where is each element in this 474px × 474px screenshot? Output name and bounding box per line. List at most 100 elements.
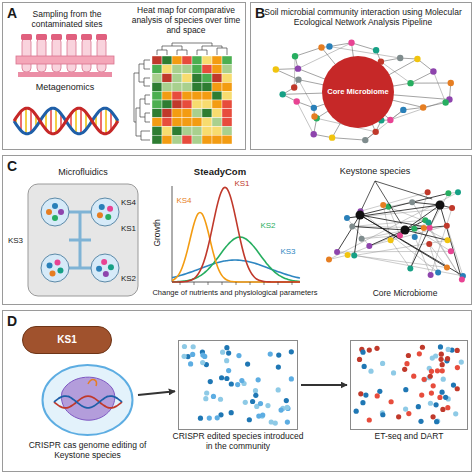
annotation-text: Metagenomics: [15, 82, 115, 92]
microbe-dot: [440, 368, 445, 373]
network-node: [279, 91, 285, 97]
heatmap-cell: [212, 126, 222, 135]
network-node: [372, 129, 378, 135]
network-node: [414, 56, 420, 62]
microbe-dot: [203, 396, 208, 401]
microbe-dot: [211, 394, 216, 399]
sample-tube: [97, 38, 106, 72]
microbe-dot: [265, 403, 270, 408]
figure-panel: C: [2, 155, 472, 305]
microbe-dot: [229, 410, 234, 415]
network-node: [326, 257, 332, 263]
microbe-dot: [285, 419, 290, 424]
microbe-dot: [435, 368, 440, 373]
microbe-cell: [57, 267, 63, 273]
microbe-dot: [441, 377, 446, 382]
heatmap-cell: [202, 109, 212, 118]
microbe-dot: [354, 409, 359, 414]
heatmap-cell: [152, 126, 162, 135]
heatmap-cell: [182, 56, 192, 65]
microbe-dot: [258, 401, 263, 406]
heatmap-cell: [192, 126, 202, 135]
heatmap-cell: [192, 100, 202, 109]
microbe-dot: [411, 374, 416, 379]
microbe-dot: [362, 364, 367, 369]
heatmap-cell: [172, 74, 182, 83]
axis-tick: [250, 282, 251, 285]
heatmap-cell: [222, 126, 232, 135]
network-link: [329, 43, 351, 47]
species-label: KS1: [232, 179, 252, 188]
heatmap-cell: [162, 126, 172, 135]
dna-strand: [14, 108, 118, 134]
heatmap-cell: [152, 56, 162, 65]
network-node: [444, 237, 450, 243]
microbe-dot: [391, 370, 396, 375]
tube-cap: [21, 34, 32, 40]
network-node: [409, 199, 415, 205]
heatmap-cell: [182, 118, 192, 127]
leader-line: [362, 181, 375, 209]
network-node: [349, 223, 355, 229]
network-node: [400, 107, 406, 113]
panel-letter: C: [7, 158, 17, 174]
microbe-dot: [429, 369, 434, 374]
network-link: [433, 72, 445, 103]
heatmap-cell: [172, 65, 182, 74]
dendrogram: [144, 78, 150, 86]
panel-letter: A: [7, 5, 17, 21]
network-node: [444, 223, 450, 229]
microbe-cell: [50, 270, 56, 276]
heatmap-cell: [162, 118, 172, 127]
microbe-dot: [219, 375, 224, 380]
microbe-dot: [198, 416, 203, 421]
heatmap-cell: [202, 74, 212, 83]
microbe-dot: [268, 352, 273, 357]
microbe-dot: [380, 361, 385, 366]
microbe-cell: [47, 263, 53, 269]
culture-chamber: [41, 198, 69, 226]
microbe-dot: [247, 417, 252, 422]
microbe-dot: [367, 417, 372, 422]
species-label: KS4: [119, 198, 138, 207]
tube-cap: [36, 34, 47, 40]
heatmap-cell: [212, 100, 222, 109]
heatmap-cell: [192, 74, 202, 83]
heatmap-cell: [212, 82, 222, 91]
microbe-cell: [103, 271, 109, 277]
microbe-dot: [224, 358, 229, 363]
heatmap-cell: [202, 82, 212, 91]
microbe-dot: [250, 399, 255, 404]
microbe-dot: [445, 356, 450, 361]
tube-cap: [51, 34, 62, 40]
culture-chamber: [41, 254, 69, 282]
species-label: KS3: [5, 236, 26, 245]
heatmap-cell: [182, 82, 192, 91]
network-link: [276, 69, 299, 79]
network-node: [351, 252, 357, 258]
network-link: [429, 244, 447, 267]
microbe-dot: [451, 382, 456, 387]
microbe-dot: [443, 395, 448, 400]
heatmap-cell: [222, 56, 232, 65]
keystone-node: [356, 211, 365, 220]
network-node: [421, 225, 427, 231]
dendrogram: [145, 95, 150, 104]
network-node: [412, 234, 418, 240]
microbe-dot: [276, 365, 281, 370]
heatmap-cell: [152, 65, 162, 74]
network-node: [442, 99, 448, 105]
microbe-dot: [404, 361, 409, 366]
sample-tube: [82, 38, 91, 72]
axis-tick: [264, 282, 265, 285]
heatmap-cell: [222, 118, 232, 127]
microbe-dot: [357, 357, 362, 362]
heatmap-cell: [152, 100, 162, 109]
network-node: [448, 80, 454, 86]
microbe-dot: [416, 404, 421, 409]
network-link: [332, 138, 365, 140]
microbe-dot: [406, 353, 411, 358]
network-node: [373, 47, 379, 53]
microbe-dot: [363, 392, 368, 397]
network-node: [445, 190, 451, 196]
